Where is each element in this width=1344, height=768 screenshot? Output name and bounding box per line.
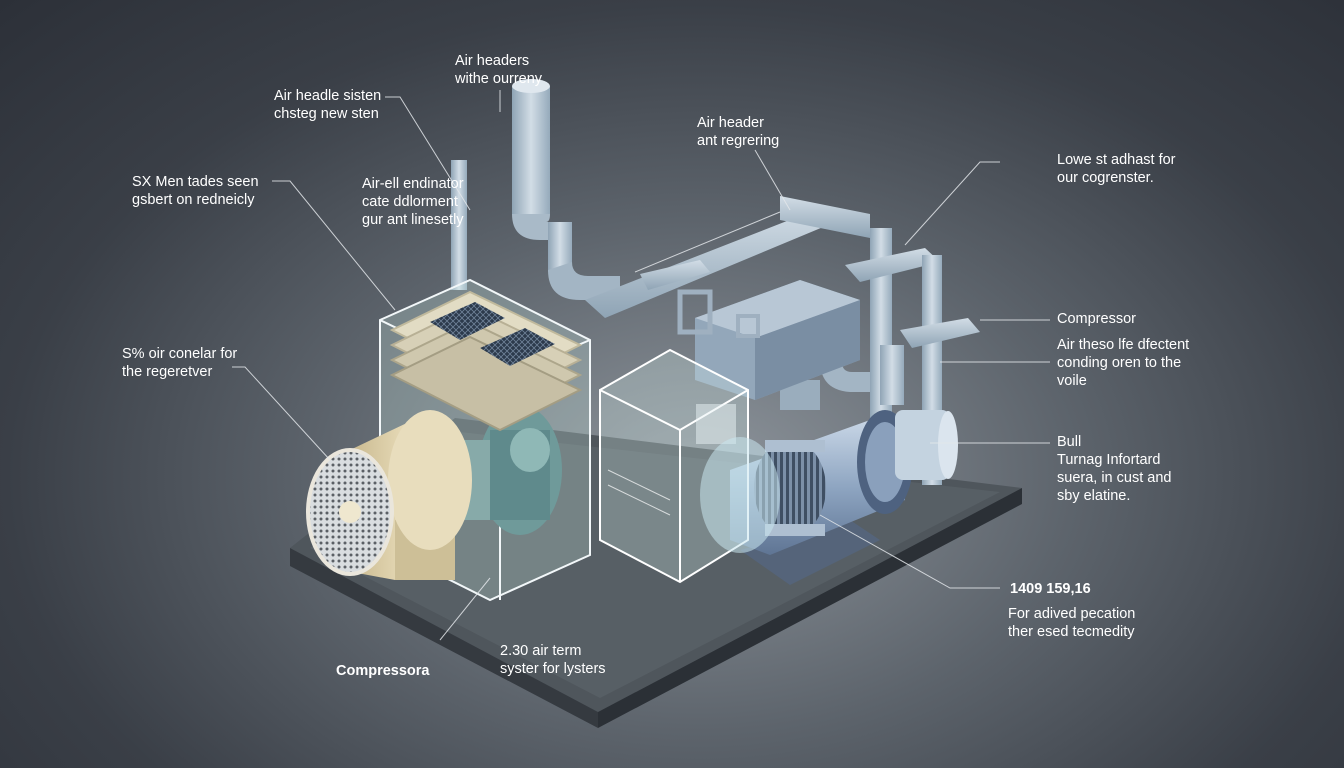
air-filter-cylinder	[306, 410, 472, 580]
label-number-value: 1409 159,16	[1010, 581, 1091, 597]
glass-enclosure-right	[599, 348, 780, 584]
compressor-housing	[677, 280, 860, 400]
label-compressor-right: Compressor	[1057, 311, 1136, 327]
label-compressora: Compressora	[336, 663, 430, 679]
leader-lines	[232, 90, 1050, 641]
